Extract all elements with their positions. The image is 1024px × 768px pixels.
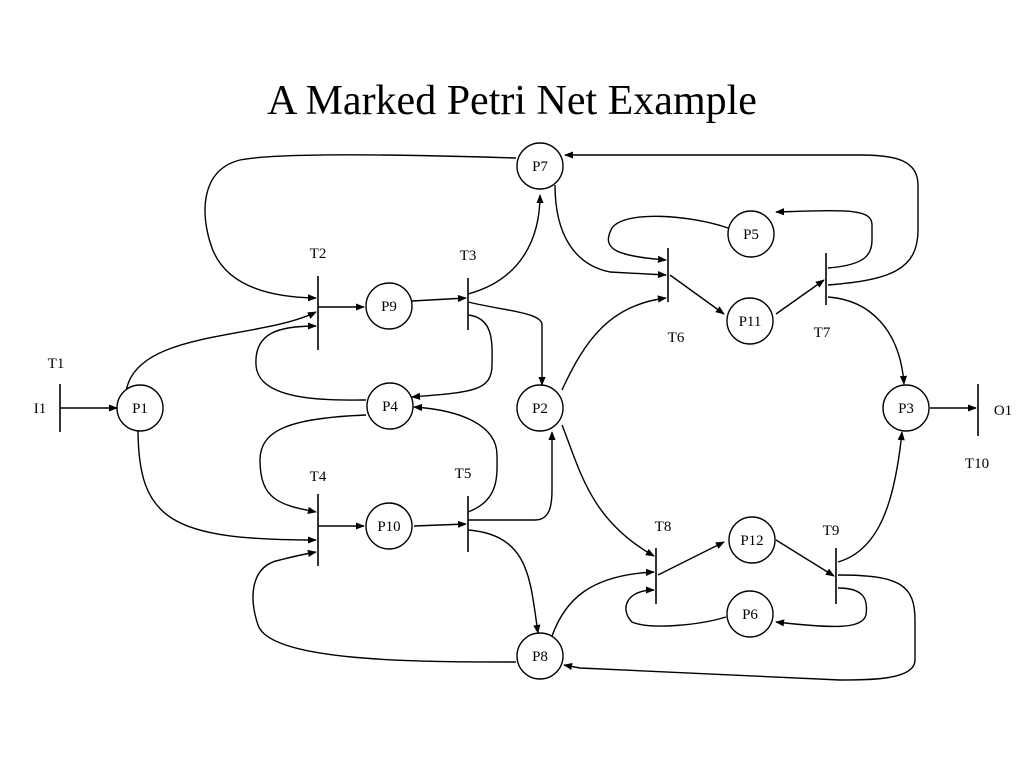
place-circle-p6: [726, 590, 774, 638]
diagram-title: A Marked Petri Net Example: [267, 78, 757, 124]
place-label-p6: P6: [742, 607, 758, 623]
place-circle-p4: [366, 382, 414, 430]
transition-label-t8: T8: [655, 519, 672, 535]
arc-p4-t2: [255, 322, 367, 401]
arc-p4-t4: [259, 414, 367, 514]
arc-t5-p2: [468, 431, 556, 521]
transition-labels: T1 T2 T3 T4 T5 T6 T7 T8 T9 T10: [48, 246, 989, 539]
place-circle-p5: [727, 210, 775, 258]
transition-label-t10: T10: [965, 456, 989, 472]
terminal-labels: I1 O1: [34, 401, 1012, 419]
arc-p8-t4: [252, 549, 517, 663]
transition-label-t5: T5: [455, 466, 472, 482]
place-circle-p7: [516, 142, 564, 190]
arc-p10-t5: [413, 520, 467, 528]
arc-t7-p7: [564, 151, 919, 286]
place-label-p5: P5: [743, 227, 759, 243]
arc-p8-t8: [551, 568, 655, 637]
transition-label-t9: T9: [823, 523, 840, 539]
arc-t5-p8: [467, 529, 541, 634]
arc-p2-t8: [561, 424, 655, 557]
place-label-p3: P3: [898, 401, 914, 417]
place-circle-p3: [882, 384, 930, 432]
place-label-p4: P4: [382, 399, 398, 415]
arc-t9-p3: [837, 431, 905, 563]
place-circle-p8: [516, 632, 564, 680]
place-circle-p2: [516, 384, 564, 432]
arc-p7-t2: [204, 154, 517, 302]
output-label-o1: O1: [994, 403, 1012, 419]
place-circle-p9: [365, 282, 413, 330]
arc-t5-p4: [413, 403, 498, 513]
arcs: [60, 151, 977, 681]
arc-p1-t4: [137, 427, 317, 544]
place-label-p7: P7: [532, 159, 548, 175]
arc-p1-t2: [125, 311, 317, 393]
arc-t3-p7: [467, 194, 544, 295]
arc-p12-t9: [775, 539, 835, 577]
transition-label-t1: T1: [48, 356, 65, 372]
arc-t3-p2: [467, 301, 546, 386]
transition-label-t3: T3: [460, 248, 477, 264]
arc-p11-t7: [775, 279, 825, 315]
arc-p2-t6: [561, 295, 667, 391]
arc-t7-p5: [775, 208, 873, 269]
arc-p5-t6: [607, 215, 729, 263]
place-circle-p1: [116, 384, 164, 432]
places: [116, 142, 930, 680]
transition-label-t2: T2: [310, 246, 327, 262]
place-label-p2: P2: [532, 401, 548, 417]
place-label-p8: P8: [532, 649, 548, 665]
place-label-p11: P11: [739, 314, 762, 330]
transitions: [59, 248, 979, 604]
transition-label-t7: T7: [814, 325, 831, 341]
place-circle-p10: [365, 502, 413, 550]
arc-p7-t6: [554, 184, 667, 279]
transition-label-t6: T6: [668, 330, 685, 346]
arc-t3-p4: [411, 314, 493, 400]
place-label-p9: P9: [381, 299, 397, 315]
arc-t9-p8: [563, 574, 916, 681]
arc-t7-p3: [827, 296, 907, 385]
input-label-i1: I1: [34, 401, 47, 417]
arc-t8-p12: [657, 541, 725, 576]
place-labels: P1 P2 P3 P4 P5 P6 P7 P8 P9 P10 P11 P12: [132, 159, 914, 665]
place-circle-p12: [728, 516, 776, 564]
arc-t9-p6: [775, 587, 868, 628]
arc-p9-t3: [411, 294, 467, 303]
place-label-p10: P10: [377, 519, 400, 535]
place-label-p12: P12: [740, 533, 763, 549]
arc-p6-t8: [625, 586, 727, 627]
arc-t6-p11: [669, 274, 725, 315]
place-label-p1: P1: [132, 401, 148, 417]
place-circle-p11: [726, 297, 774, 345]
transition-label-t4: T4: [310, 469, 327, 485]
